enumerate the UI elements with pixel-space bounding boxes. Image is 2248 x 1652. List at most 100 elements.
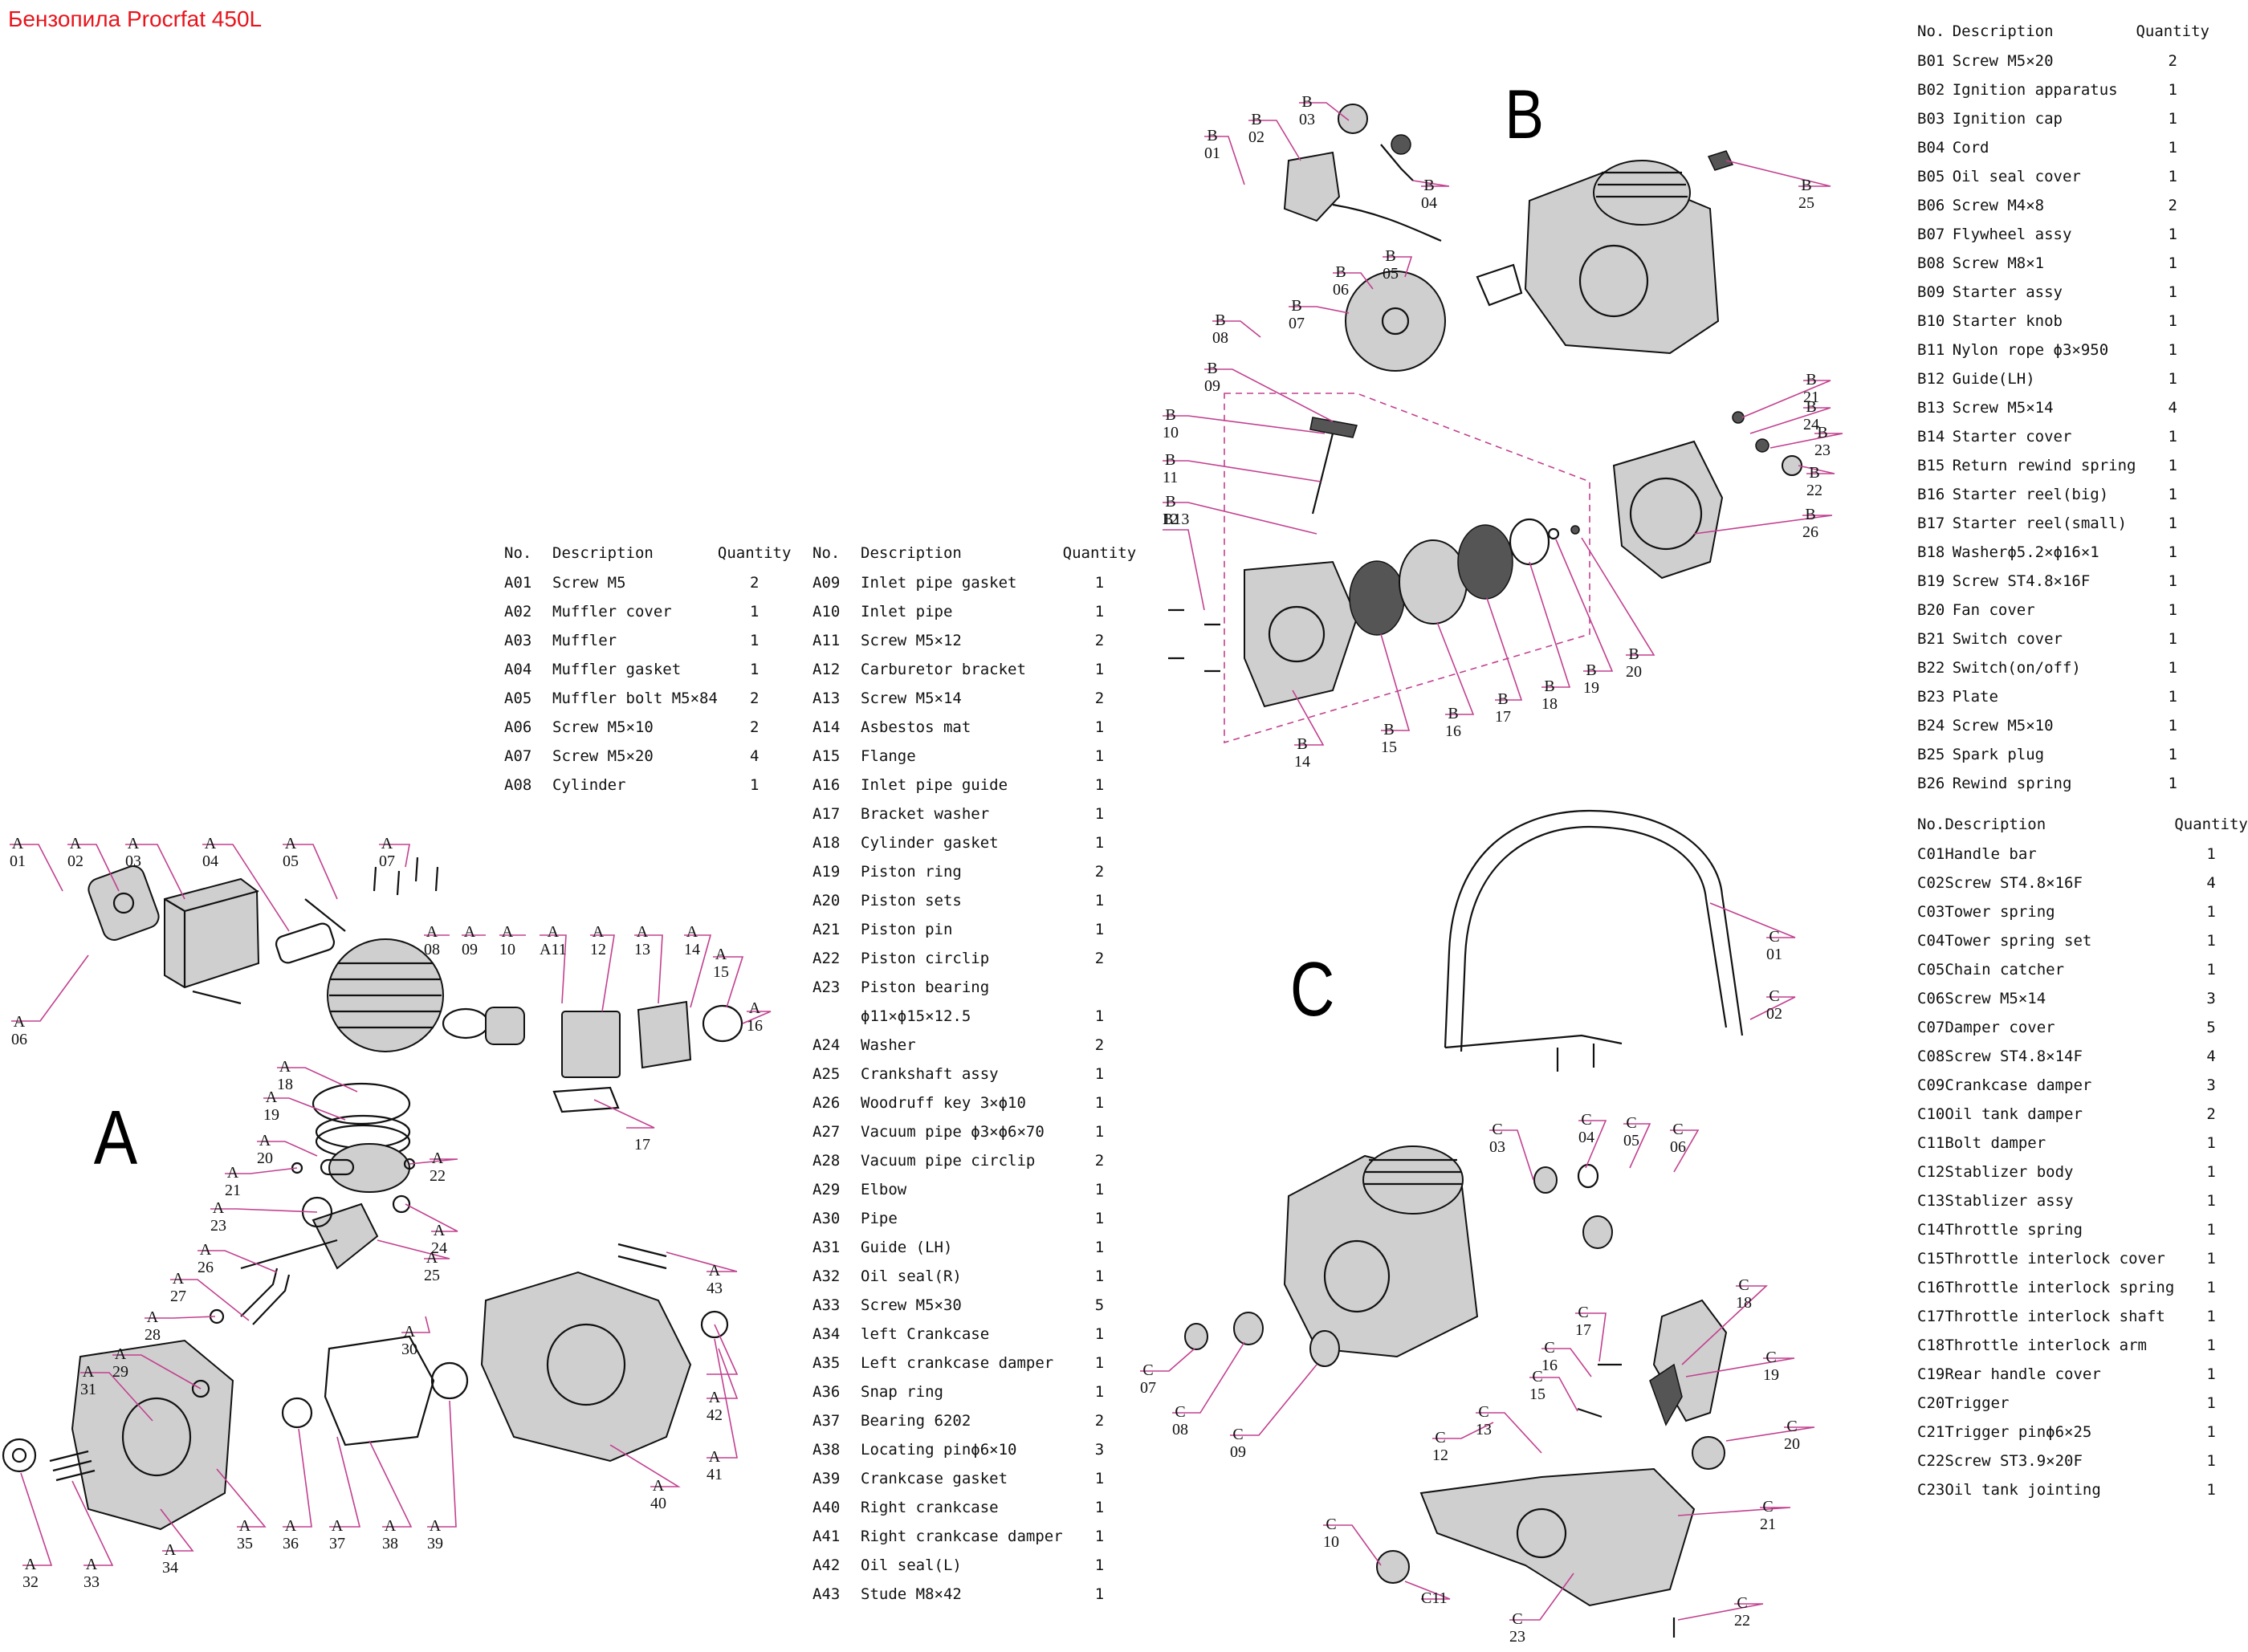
callout-number: A11 bbox=[540, 941, 567, 958]
part-number: C16 bbox=[1917, 1279, 1945, 1296]
callout-number: 15 bbox=[1529, 1385, 1546, 1403]
part-quantity: 1 bbox=[2206, 1221, 2216, 1239]
crankshaft-part bbox=[240, 1196, 379, 1270]
part-number: A10 bbox=[812, 603, 841, 621]
part-description: Bearing 6202 bbox=[861, 1412, 971, 1430]
callout-number: 35 bbox=[237, 1535, 253, 1552]
callout-number: 11 bbox=[1163, 469, 1179, 486]
part-quantity: 1 bbox=[1094, 921, 1105, 938]
part-description: Piston ring bbox=[861, 863, 962, 881]
callout-number: 31 bbox=[80, 1381, 96, 1398]
part-description: Screw M5×30 bbox=[861, 1296, 962, 1314]
part-description: Fan cover bbox=[1952, 601, 2035, 619]
part-description: Starter cover bbox=[1952, 428, 2072, 446]
part-quantity: 1 bbox=[2168, 659, 2177, 677]
callout-letter: A bbox=[212, 1199, 225, 1217]
callout-letter: A bbox=[748, 999, 761, 1017]
part-description: Crankcase gasket bbox=[861, 1470, 1008, 1487]
callout-letter: A bbox=[11, 835, 24, 852]
part-description: Plate bbox=[1952, 688, 1998, 706]
part-description: Screw M5×14 bbox=[1952, 399, 2054, 417]
part-number: C17 bbox=[1917, 1308, 1945, 1325]
callout-number: 40 bbox=[650, 1495, 666, 1512]
crankcase-gasket-part bbox=[281, 1335, 469, 1447]
part-number: A03 bbox=[504, 632, 532, 649]
fan-cover-part bbox=[1612, 440, 1724, 580]
callout-number: 41 bbox=[707, 1466, 723, 1483]
part-quantity: 1 bbox=[1094, 603, 1105, 621]
part-quantity: 2 bbox=[1094, 950, 1105, 967]
part-number: C04 bbox=[1917, 932, 1945, 950]
part-description: Screw M8×1 bbox=[1952, 254, 2045, 272]
part-description: Oil tank damper bbox=[1945, 1105, 2083, 1123]
part-number: A23 bbox=[812, 979, 841, 996]
callout-number: 01 bbox=[1766, 946, 1782, 963]
part-number: A42 bbox=[812, 1556, 841, 1574]
callout-number: 17 bbox=[1495, 708, 1511, 726]
part-quantity: 1 bbox=[2206, 1394, 2216, 1412]
part-quantity: 1 bbox=[1094, 1556, 1105, 1574]
callout-letter: B bbox=[1423, 177, 1435, 194]
callout-letter: B bbox=[1165, 406, 1176, 424]
part-description: Inlet pipe guide bbox=[861, 776, 1008, 794]
part-quantity: 1 bbox=[2206, 1365, 2216, 1383]
part-number: B26 bbox=[1917, 775, 1945, 792]
part-number: B21 bbox=[1917, 630, 1945, 648]
callout-letter: C bbox=[1532, 1368, 1543, 1385]
muffler-gasket-part bbox=[275, 922, 336, 964]
part-quantity: 2 bbox=[1094, 1036, 1105, 1054]
part-description: Ignition apparatus bbox=[1952, 81, 2118, 99]
callout-number: 12 bbox=[590, 941, 606, 958]
callout-number: 02 bbox=[1248, 128, 1264, 146]
part-quantity: 1 bbox=[2168, 543, 2177, 561]
part-description: Vacuum pipe ϕ3×ϕ6×70 bbox=[861, 1123, 1045, 1141]
callout-letter: B bbox=[1207, 360, 1218, 377]
part-number: B19 bbox=[1917, 572, 1945, 590]
part-number: C07 bbox=[1917, 1019, 1945, 1036]
part-quantity: 1 bbox=[1094, 1094, 1105, 1112]
callout-letter: A bbox=[384, 1517, 397, 1535]
part-quantity: 2 bbox=[749, 718, 760, 736]
part-description: Inlet pipe bbox=[861, 603, 953, 621]
callout-letter: A bbox=[85, 1556, 98, 1573]
muffler-bolt-part bbox=[192, 898, 346, 1005]
part-number: B20 bbox=[1917, 601, 1945, 619]
part-number: A40 bbox=[812, 1499, 841, 1516]
part-number: C20 bbox=[1917, 1394, 1945, 1412]
part-number: A22 bbox=[812, 950, 841, 967]
callout-letter: B bbox=[1809, 464, 1820, 482]
part-description: Carburetor bracket bbox=[861, 661, 1026, 678]
flywheel-part bbox=[1345, 263, 1523, 372]
callout-letter: A bbox=[381, 835, 393, 852]
part-quantity: 1 bbox=[2206, 1452, 2216, 1470]
part-quantity: 1 bbox=[2206, 903, 2216, 921]
